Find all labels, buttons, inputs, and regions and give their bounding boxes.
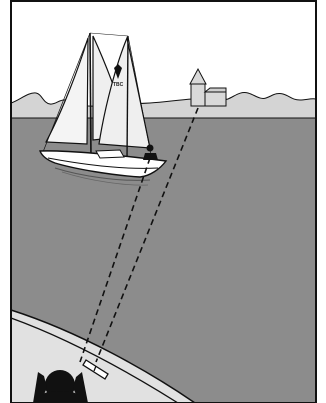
- shoreline: [11, 93, 316, 118]
- church-icon: [190, 69, 226, 106]
- person-icon: [33, 370, 88, 403]
- sail-number: TBC: [113, 82, 124, 88]
